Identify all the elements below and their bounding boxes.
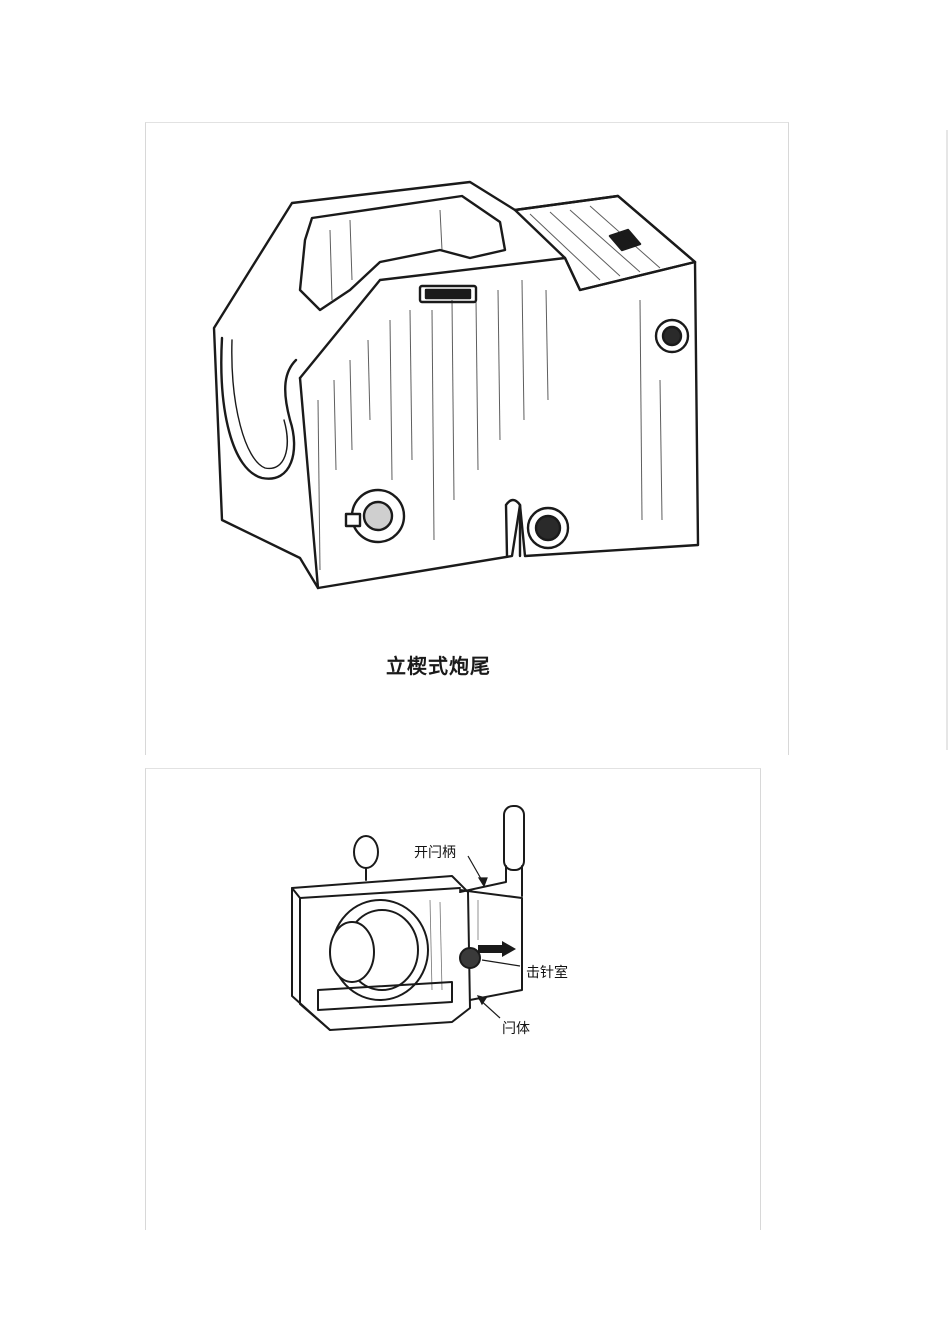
firing-chamber-label: 击针室 [526,965,568,981]
breech-block-label: 闩体 [502,1021,530,1037]
page-edge-mark [946,130,948,750]
figure-1-frame [145,122,789,755]
figure-2-frame [145,768,761,1230]
handle-label: 开闩柄 [414,845,456,861]
figure-1-caption: 立楔式炮尾 [386,654,491,678]
